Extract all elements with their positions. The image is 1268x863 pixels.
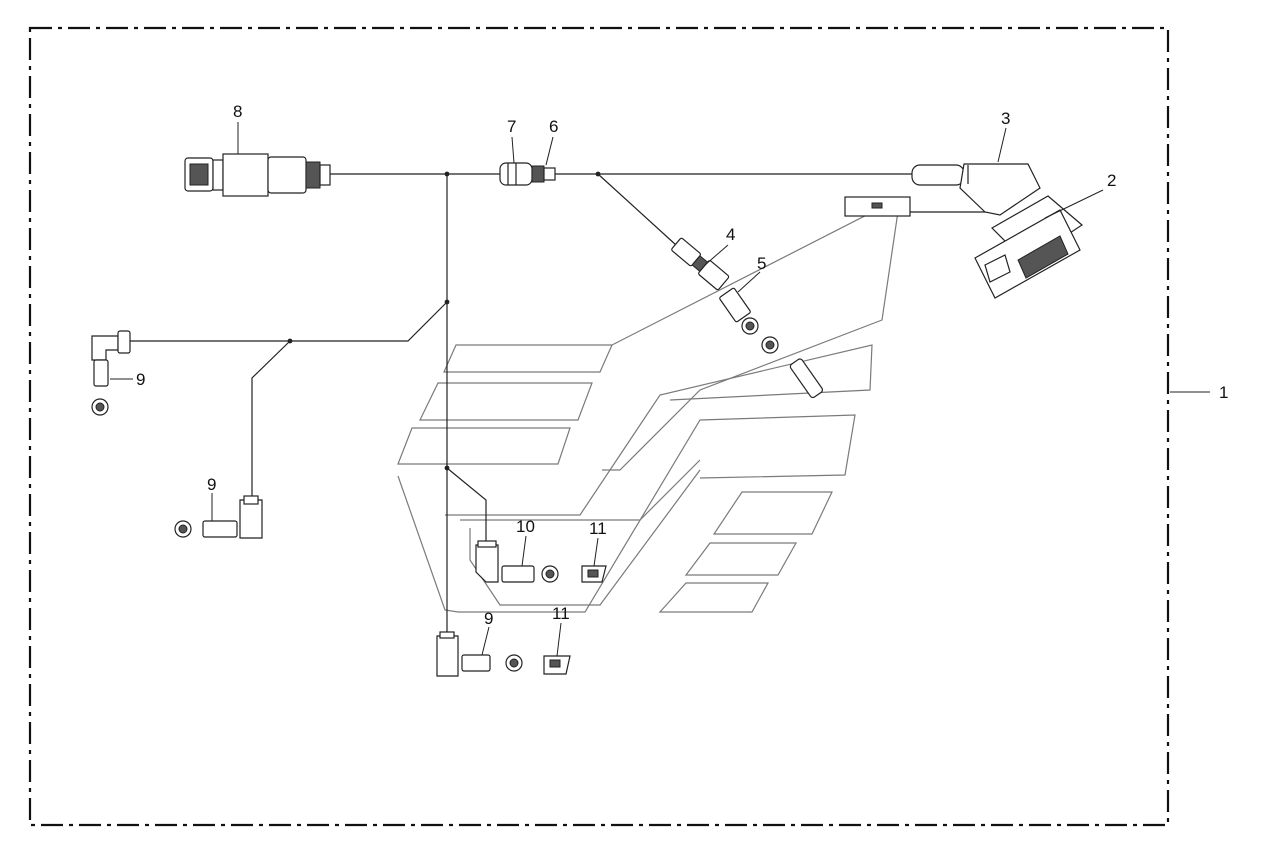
callout-11-upper: 11 bbox=[589, 519, 607, 538]
callout-9-left: 9 bbox=[136, 370, 145, 389]
sensor-plug-upper bbox=[741, 317, 824, 399]
callout-4: 4 bbox=[726, 225, 735, 244]
callout-11-lower: 11 bbox=[552, 604, 570, 623]
part-10-sensor bbox=[475, 540, 559, 583]
part-5-terminal bbox=[719, 287, 751, 323]
callout-3: 3 bbox=[1001, 109, 1010, 128]
part-8-main-connector bbox=[184, 153, 331, 197]
part-7-connector-housing bbox=[499, 162, 533, 186]
callout-6: 6 bbox=[549, 117, 558, 136]
callout-9-middle: 9 bbox=[207, 475, 216, 494]
part-9-sensor-lower bbox=[436, 631, 523, 677]
background-panels bbox=[397, 196, 901, 613]
harness-wires bbox=[130, 173, 1003, 640]
part-11-clip-lower bbox=[543, 655, 571, 675]
part-11-clip-upper bbox=[581, 565, 607, 583]
callout-7: 7 bbox=[507, 117, 516, 136]
part-4-inline-connector bbox=[671, 237, 730, 291]
callout-10: 10 bbox=[516, 517, 535, 536]
junction-dots bbox=[287, 171, 601, 471]
part-3-harness-boot bbox=[911, 163, 1041, 216]
part-9-sensor-left bbox=[91, 330, 131, 416]
callout-2: 2 bbox=[1107, 171, 1116, 190]
part-6-seal bbox=[531, 165, 556, 183]
label-tag bbox=[844, 196, 911, 217]
part-2-ecu-connector bbox=[974, 195, 1083, 299]
callout-5: 5 bbox=[757, 254, 766, 273]
assembly-boundary bbox=[28, 26, 1170, 827]
callout-1: 1 bbox=[1219, 383, 1228, 402]
callout-8: 8 bbox=[233, 102, 242, 121]
leader-lines bbox=[110, 122, 1210, 657]
callout-9-lower: 9 bbox=[484, 609, 493, 628]
part-9-sensor-middle bbox=[174, 495, 263, 539]
